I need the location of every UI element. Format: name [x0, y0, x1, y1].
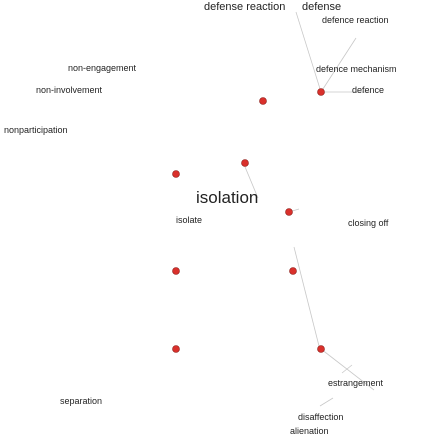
- labels: defense reaction defense defence reactio…: [4, 1, 397, 436]
- node-upper-2: [172, 170, 180, 178]
- edge-defense-reaction-to-defence-node: [295, 11, 322, 93]
- label-isolate: isolate: [176, 215, 202, 225]
- nodes: [172, 88, 325, 353]
- label-defence-mechanism: defence mechanism: [316, 64, 397, 74]
- label-estrangement: estrangement: [328, 378, 384, 388]
- label-isolation: isolation: [196, 188, 258, 207]
- label-defense: defense: [302, 1, 341, 13]
- label-defence: defence: [352, 85, 384, 95]
- edge-defence-mechanism-to-defence-node: [320, 37, 357, 93]
- node-upper-1: [241, 159, 249, 167]
- label-non-involvement: non-involvement: [36, 85, 103, 95]
- label-separation: separation: [60, 396, 102, 406]
- label-nonparticipation: nonparticipation: [4, 125, 68, 135]
- label-non-engagement: non-engagement: [68, 63, 137, 73]
- edge-estrangement-to-disaffection: [341, 364, 353, 374]
- label-closing-off: closing off: [348, 218, 389, 228]
- label-defence-reaction: defence reaction: [322, 15, 389, 25]
- node-lower-left: [172, 345, 180, 353]
- label-alienation: alienation: [290, 426, 329, 436]
- label-defense-reaction: defense reaction: [204, 1, 285, 13]
- edge-alienation-to-disaffection: [319, 397, 334, 407]
- node-lower-right: [317, 345, 325, 353]
- node-mid-right: [289, 267, 297, 275]
- edge-upper-node-to-isolation-node: [242, 161, 259, 199]
- node-mid-left: [172, 267, 180, 275]
- node-isolation: [285, 208, 293, 216]
- label-disaffection: disaffection: [298, 412, 343, 422]
- node-defence: [317, 88, 325, 96]
- edge-node-to-node-mid: [293, 246, 321, 351]
- edges: [242, 11, 375, 407]
- edge-lower-node-to-estrangement: [320, 348, 375, 391]
- node-nonparticipation: [259, 97, 267, 105]
